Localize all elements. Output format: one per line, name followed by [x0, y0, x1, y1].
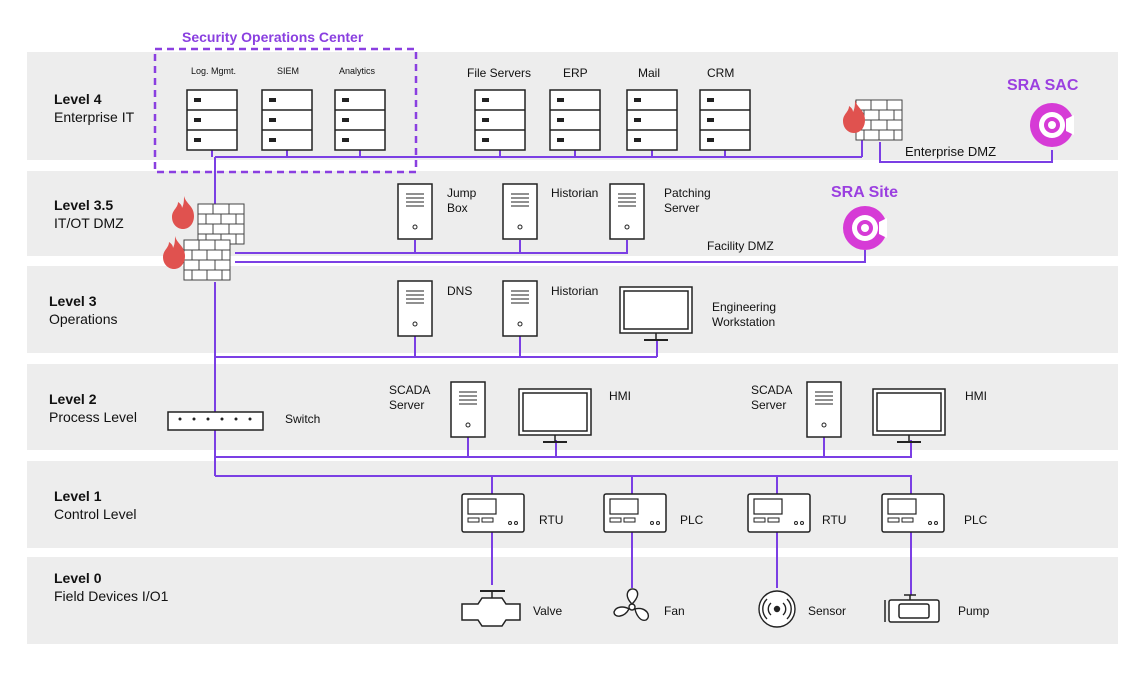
dns-server-icon: [397, 280, 433, 337]
scada-server-1-icon: [450, 381, 486, 438]
plc-2-icon: [881, 493, 945, 533]
label-file-servers: File Servers: [467, 66, 532, 80]
label-crm: CRM: [707, 66, 735, 80]
label-plc-1: PLC: [680, 513, 704, 527]
rtu-2-icon: [747, 493, 811, 533]
mail-server-icon: [626, 89, 678, 151]
label-dns: DNS: [447, 284, 473, 298]
hmi-2-icon: [872, 388, 946, 443]
soc-label-log: Log. Mgmt.: [191, 66, 237, 76]
log-mgmt-server-icon: [186, 89, 238, 151]
siem-server-icon: [261, 89, 313, 151]
it-ot-firewall-top-icon: [197, 203, 245, 245]
sra-site-icon: [843, 206, 887, 250]
fan-icon: [613, 588, 650, 621]
analytics-server-icon: [334, 89, 386, 151]
hmi-1-icon: [518, 388, 592, 443]
sra-sac-icon: [1030, 103, 1074, 147]
soc-label-siem: SIEM: [277, 66, 300, 76]
label-rtu-1: RTU: [539, 513, 564, 527]
engineering-workstation-icon: [619, 286, 693, 341]
label-switch: Switch: [285, 412, 321, 426]
valve-icon: [461, 590, 521, 627]
dmz-historian-icon: [502, 183, 538, 240]
soc-label-analytics: Analytics: [339, 66, 376, 76]
label-sra-sac: SRA SAC: [1007, 77, 1079, 94]
label-hmi-1: HMI: [609, 389, 631, 403]
ops-historian-icon: [502, 280, 538, 337]
sensor-icon: [758, 590, 796, 628]
label-ops-historian: Historian: [551, 284, 599, 298]
file-servers-icon: [474, 89, 526, 151]
label-rtu-2: RTU: [822, 513, 847, 527]
label-fan: Fan: [664, 604, 685, 618]
label-sensor: Sensor: [808, 604, 847, 618]
label-erp: ERP: [563, 66, 588, 80]
label-hmi-2: HMI: [965, 389, 987, 403]
plc-1-icon: [603, 493, 667, 533]
flame-icon: [163, 236, 185, 269]
label-facility-dmz: Facility DMZ: [707, 239, 774, 253]
label-sra-site: SRA Site: [831, 184, 898, 201]
crm-server-icon: [699, 89, 751, 151]
scada-server-2-icon: [806, 381, 842, 438]
label-dmz-historian: Historian: [551, 186, 599, 200]
label-mail: Mail: [638, 66, 661, 80]
jump-box-icon: [397, 183, 433, 240]
label-pump: Pump: [958, 604, 990, 618]
label-plc-2: PLC: [964, 513, 988, 527]
erp-server-icon: [549, 89, 601, 151]
band-level-3: [27, 266, 1118, 353]
patching-server-icon: [609, 183, 645, 240]
pump-icon: [884, 594, 940, 623]
label-valve: Valve: [533, 604, 563, 618]
it-ot-firewall-bottom-icon: [183, 239, 231, 281]
flame-icon: [172, 196, 194, 229]
rtu-1-icon: [461, 493, 525, 533]
switch-icon: [167, 411, 264, 431]
label-enterprise-dmz: Enterprise DMZ: [905, 144, 997, 159]
soc-title: Security Operations Center: [182, 29, 364, 45]
